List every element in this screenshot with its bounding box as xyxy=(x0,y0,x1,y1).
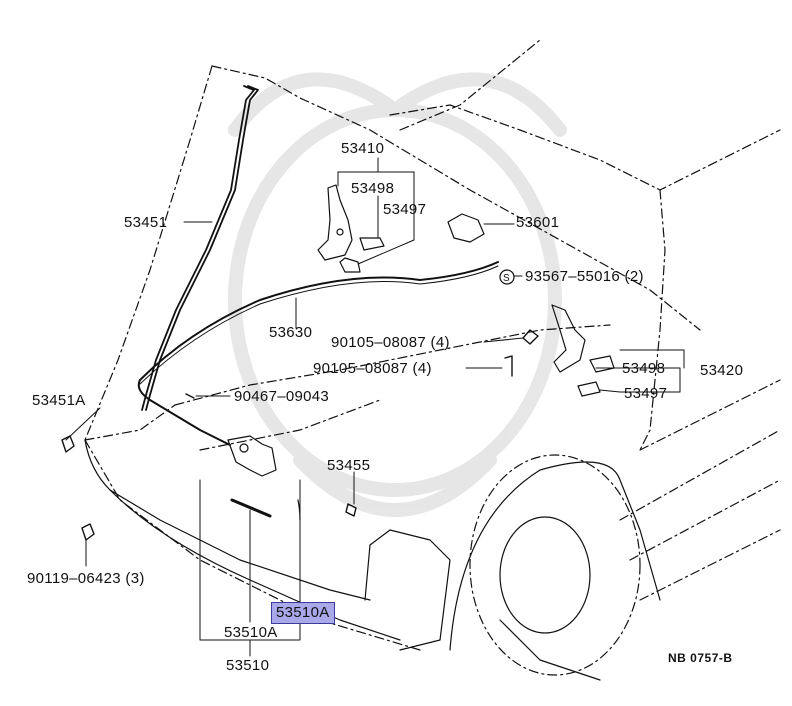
hood-support-rod xyxy=(141,85,259,411)
part-label-53510A[interactable]: 53510A xyxy=(224,624,278,641)
hood-hinge-right xyxy=(551,304,615,397)
clip-93567: S xyxy=(499,269,515,285)
part-label-90119[interactable]: 90119–06423 (3) xyxy=(27,570,145,587)
hood-hinge-left xyxy=(317,184,385,273)
hood-release-cable xyxy=(137,261,499,446)
part-label-53455[interactable]: 53455 xyxy=(327,457,371,474)
part-label-53498-right[interactable]: 53498 xyxy=(622,360,666,377)
watermark-emblem xyxy=(228,72,567,517)
svg-text:S: S xyxy=(503,273,510,284)
part-label-53451[interactable]: 53451 xyxy=(124,214,168,231)
part-label-53510A-highlighted[interactable]: 53510A xyxy=(271,602,335,624)
part-label-90105-b[interactable]: 90105–08087 (4) xyxy=(313,360,432,377)
leader-lines xyxy=(65,157,685,657)
part-label-53497-top[interactable]: 53497 xyxy=(383,201,427,218)
hood-bumper-stop xyxy=(447,213,485,243)
front-bumper xyxy=(84,439,451,651)
hood-panel xyxy=(84,39,701,651)
diagram-code: NB 0757-B xyxy=(668,651,733,665)
part-label-90105-a[interactable]: 90105–08087 (4) xyxy=(331,334,450,351)
part-label-53510[interactable]: 53510 xyxy=(226,657,270,674)
part-label-53410[interactable]: 53410 xyxy=(341,140,385,157)
car-body-outline xyxy=(84,104,781,451)
part-label-53497-right[interactable]: 53497 xyxy=(624,385,668,402)
front-wheel xyxy=(449,429,781,681)
part-label-53630[interactable]: 53630 xyxy=(269,324,313,341)
part-label-53420[interactable]: 53420 xyxy=(700,362,744,379)
part-label-53498-top[interactable]: 53498 xyxy=(351,180,395,197)
part-label-53451A[interactable]: 53451A xyxy=(32,392,86,409)
part-label-93567[interactable]: 93567–55016 (2) xyxy=(525,268,644,285)
part-label-53601[interactable]: 53601 xyxy=(516,214,560,231)
part-label-90467[interactable]: 90467–09043 xyxy=(234,388,330,405)
bolts xyxy=(61,329,539,541)
